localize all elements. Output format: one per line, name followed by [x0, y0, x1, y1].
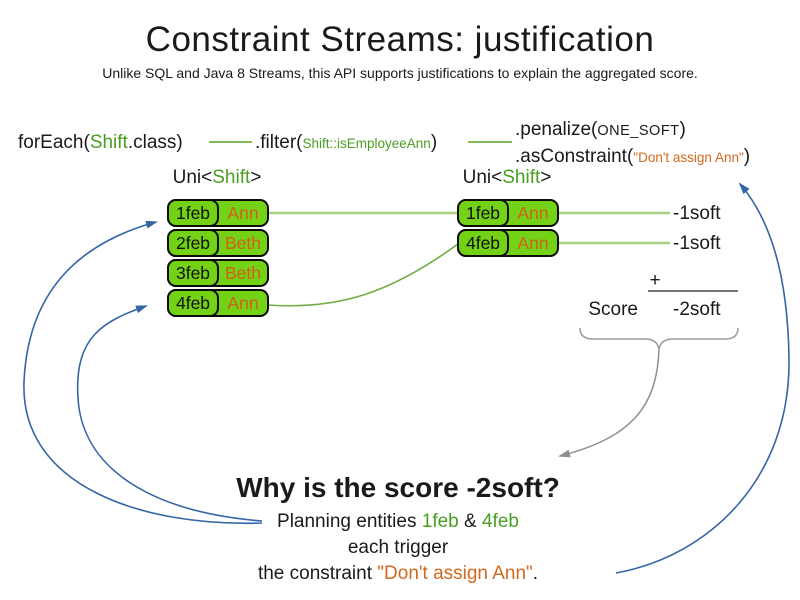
arrow-to-4feb-row — [76, 305, 263, 522]
code-foreach-suffix: .class) — [127, 132, 183, 153]
left-type-param: Shift — [212, 167, 251, 188]
left-stream-table: 1feb Ann 2feb Beth 3feb Beth 4feb Ann — [167, 199, 269, 317]
explanation-line3: the constraint "Don't assign Ann". — [0, 563, 796, 585]
line3-prefix: the constraint — [257, 563, 378, 584]
score-label: Score — [588, 299, 638, 320]
left-row-3feb: 3feb Beth — [167, 259, 269, 287]
left-row-2feb: 2feb Beth — [167, 229, 269, 257]
code-asconstraint-arg: "Don't assign Ann" — [633, 150, 744, 165]
code-penalize-arg: ONE_SOFT — [597, 123, 680, 139]
shift-date-cell: 4feb — [457, 229, 509, 257]
code-foreach: forEach(Shift.class) — [18, 132, 183, 154]
arrow-score-to-why — [558, 348, 660, 458]
shift-employee-cell: Ann — [517, 202, 549, 223]
left-stream-type-label: Uni<Shift> — [162, 167, 272, 189]
left-row-4feb: 4feb Ann — [167, 289, 269, 317]
shift-date-cell: 4feb — [167, 289, 219, 317]
plus-sign: + — [649, 270, 661, 291]
right-type-param: Shift — [502, 167, 541, 188]
code-filter-prefix: .filter( — [255, 132, 303, 153]
line1-entity2: 4feb — [481, 511, 519, 532]
code-asconstraint-prefix: .asConstraint( — [515, 146, 634, 167]
code-foreach-class: Shift — [89, 132, 128, 153]
penalty-row1: -1soft — [673, 203, 721, 224]
page-subtitle: Unlike SQL and Java 8 Streams, this API … — [102, 65, 698, 81]
right-stream-type-label: Uni<Shift> — [452, 167, 562, 189]
penalty-row2: -1soft — [673, 233, 721, 254]
shift-date-cell: 1feb — [457, 199, 509, 227]
shift-employee-cell: Beth — [225, 232, 261, 253]
sum-line — [648, 290, 738, 292]
shift-date-cell: 1feb — [167, 199, 219, 227]
shift-date-cell: 3feb — [167, 259, 219, 287]
shift-employee-cell: Ann — [227, 292, 259, 313]
shift-employee-cell: Ann — [517, 232, 549, 253]
score-brace — [579, 327, 739, 350]
explanation-line2: each trigger — [347, 537, 449, 558]
line1-entity1: 1feb — [421, 511, 459, 532]
connector-4feb-rows — [267, 243, 459, 307]
code-filter-arg: Shift::isEmployeeAnn — [302, 136, 431, 151]
shift-employee-cell: Beth — [225, 262, 261, 283]
code-filter-suffix: ) — [430, 132, 438, 153]
page-title: Constraint Streams: justification — [145, 20, 655, 59]
right-row-4feb: 4feb Ann — [457, 229, 559, 257]
right-stream-table: 1feb Ann 4feb Ann — [457, 199, 559, 257]
code-penalize-prefix: .penalize( — [515, 119, 598, 140]
line3-constraint: "Don't assign Ann" — [377, 563, 533, 584]
code-asconstraint: .asConstraint("Don't assign Ann") — [515, 146, 750, 168]
code-asconstraint-suffix: ) — [743, 146, 751, 167]
right-type-prefix: Uni< — [462, 167, 503, 188]
code-filter: .filter(Shift::isEmployeeAnn) — [255, 132, 437, 154]
shift-employee-cell: Ann — [227, 202, 259, 223]
line1-prefix: Planning entities — [277, 511, 422, 532]
right-row-1feb: 1feb Ann — [457, 199, 559, 227]
left-row-1feb: 1feb Ann — [167, 199, 269, 227]
code-foreach-prefix: forEach( — [18, 132, 90, 153]
right-type-suffix: > — [540, 167, 552, 188]
arrow-to-1feb-row — [23, 220, 263, 525]
left-type-prefix: Uni< — [172, 167, 213, 188]
score-value: -2soft — [673, 299, 721, 320]
code-penalize: .penalize(ONE_SOFT) — [515, 119, 686, 141]
explanation-line1: Planning entities 1feb & 4feb — [0, 511, 796, 533]
line1-amp: & — [458, 511, 482, 532]
line3-suffix: . — [532, 563, 539, 584]
arrow-to-constraint-name — [615, 182, 790, 574]
code-penalize-suffix: ) — [679, 119, 686, 140]
shift-date-cell: 2feb — [167, 229, 219, 257]
explanation-heading: Why is the score -2soft? — [236, 472, 560, 503]
left-type-suffix: > — [250, 167, 262, 188]
